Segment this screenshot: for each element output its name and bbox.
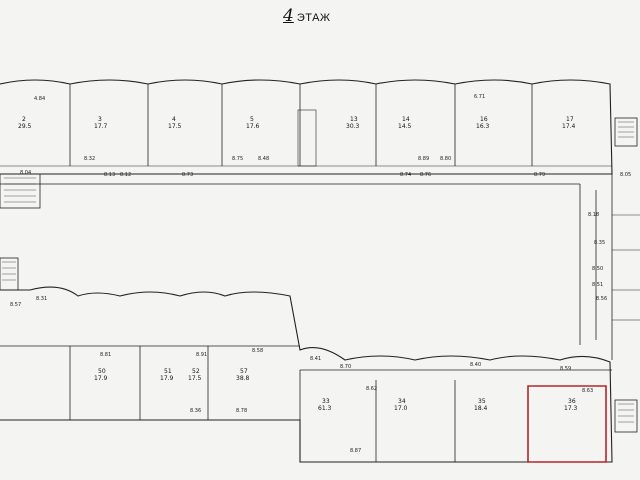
room-area: 17.0 <box>394 405 408 412</box>
floor-number: 4 <box>283 6 294 26</box>
building-walls <box>0 79 640 463</box>
room-area: 14.5 <box>398 123 412 130</box>
dimension-label: 8.05 <box>620 172 631 178</box>
dimension-label: 8.56 <box>596 296 607 302</box>
dimension-label: 8.62 <box>366 386 377 392</box>
dimension-label: 8.74 <box>400 172 411 178</box>
room-area: 29.5 <box>18 123 32 130</box>
room-number: 36 <box>568 398 576 405</box>
dimension-label: 8.70 <box>340 364 351 370</box>
dimension-label: 8.58 <box>252 348 263 354</box>
dimension-label: 8.75 <box>232 156 243 162</box>
floor-label: ЭТАЖ <box>296 12 331 24</box>
room-number: 57 <box>240 368 248 375</box>
room-area: 17.6 <box>246 123 260 130</box>
room-number: 17 <box>566 116 574 123</box>
dimension-label: 8.89 <box>418 156 429 162</box>
room-number: 52 <box>192 368 200 375</box>
dimension-label: 8.63 <box>582 388 593 394</box>
dimension-label: 8.76 <box>420 172 431 178</box>
dimension-labels: 4.84 6.71 8.32 8.48 8.75 8.89 8.80 8.81 8.91 8.12… <box>10 94 631 454</box>
dimension-label: 8.79 <box>534 172 545 178</box>
dimension-label: 8.81 <box>100 352 111 358</box>
room-number: 14 <box>402 116 410 123</box>
room-number: 5 <box>250 116 254 123</box>
dimension-label: 8.78 <box>236 408 247 414</box>
room-number: 51 <box>164 368 172 375</box>
dimension-label: 8.18 <box>588 212 599 218</box>
dimension-label: 8.36 <box>190 408 201 414</box>
room-area: 17.5 <box>188 375 202 382</box>
room-area: 17.7 <box>94 123 108 130</box>
room-number: 16 <box>480 116 488 123</box>
dimension-label: 8.12 <box>120 172 131 178</box>
room-number: 13 <box>350 116 358 123</box>
dimension-label: 8.40 <box>470 362 481 368</box>
room-number: 4 <box>172 116 176 123</box>
room-area: 17.5 <box>168 123 182 130</box>
room-number: 3 <box>98 116 102 123</box>
room-number: 2 <box>22 116 26 123</box>
dimension-label: 8.80 <box>440 156 451 162</box>
room-area: 17.9 <box>94 375 108 382</box>
room-number: 35 <box>478 398 486 405</box>
room-number: 33 <box>322 398 330 405</box>
dimension-label: 8.87 <box>350 448 361 454</box>
room-area: 17.3 <box>564 405 578 412</box>
dimension-label: 8.13 <box>104 172 115 178</box>
dimension-label: 8.41 <box>310 356 321 362</box>
room-area: 18.4 <box>474 405 488 412</box>
dimension-label: 8.59 <box>560 366 571 372</box>
room-area: 17.4 <box>562 123 576 130</box>
highlighted-room-outline <box>527 385 607 463</box>
room-number: 34 <box>398 398 406 405</box>
dimension-label: 8.91 <box>196 352 207 358</box>
room-area: 16.3 <box>476 123 490 130</box>
dimension-label: 4.84 <box>34 96 45 102</box>
room-labels: 229.5317.7417.5517.61330.31414.51616.317… <box>18 116 578 412</box>
room-area: 17.9 <box>160 375 174 382</box>
room-area: 30.3 <box>346 123 360 130</box>
dimension-label: 8.73 <box>182 172 193 178</box>
dimension-label: 8.32 <box>84 156 95 162</box>
dimension-label: 8.57 <box>10 302 21 308</box>
room-area: 38.8 <box>236 375 250 382</box>
room-area: 61.3 <box>318 405 332 412</box>
dimension-label: 8.31 <box>36 296 47 302</box>
dimension-label: 8.48 <box>258 156 269 162</box>
dimension-label: 8.51 <box>592 282 603 288</box>
dimension-label: 8.50 <box>592 266 603 272</box>
dimension-label: 8.04 <box>20 170 31 176</box>
dimension-label: 8.35 <box>594 240 605 246</box>
floor-title: 4 ЭТАЖ <box>283 6 331 28</box>
room-number: 50 <box>98 368 106 375</box>
dimension-label: 6.71 <box>474 94 485 100</box>
